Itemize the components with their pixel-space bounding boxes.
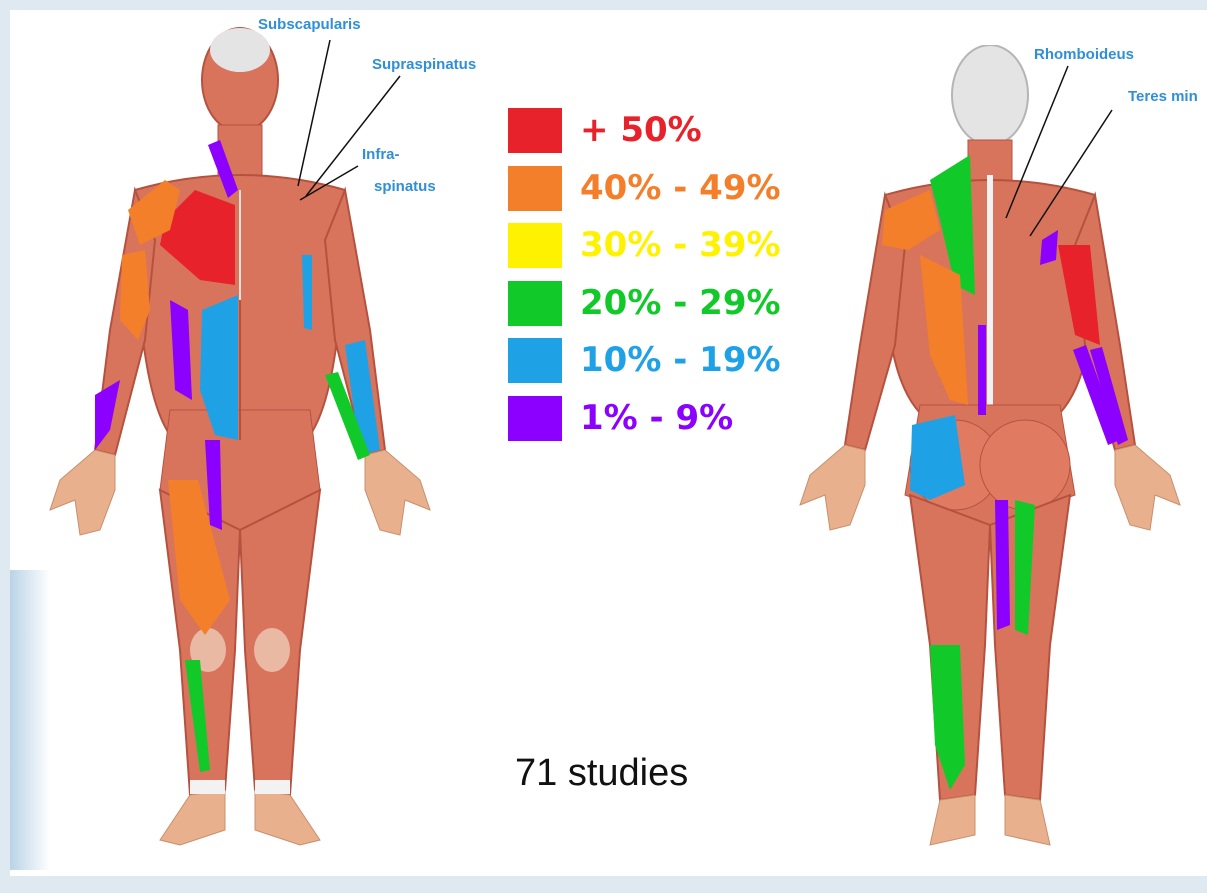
legend-label: 30% - 39%: [580, 223, 781, 267]
label-subscapularis: Subscapularis: [258, 16, 361, 33]
posterior-muscle-figure-icon: [790, 45, 1190, 865]
legend-swatch: [508, 166, 562, 211]
label-supraspinatus: Supraspinatus: [372, 56, 476, 73]
legend-label: + 50%: [580, 108, 702, 152]
legend-swatch: [508, 281, 562, 326]
label-infraspinatus-line1: Infra-: [362, 146, 400, 163]
legend-label: 10% - 19%: [580, 338, 781, 382]
legend-label: 1% - 9%: [580, 396, 733, 440]
legend-swatch: [508, 108, 562, 153]
studies-count: 71 studies: [515, 752, 688, 795]
label-teres-minor: Teres min: [1128, 88, 1198, 105]
legend-label: 40% - 49%: [580, 166, 781, 210]
legend-swatch: [508, 396, 562, 441]
back-body-base: [800, 45, 1180, 845]
label-rhomboideus: Rhomboideus: [1034, 46, 1134, 63]
legend-swatch: [508, 223, 562, 268]
anterior-muscle-figure-icon: [40, 10, 460, 860]
label-infraspinatus-line2: spinatus: [374, 178, 436, 195]
back-muscle-figure: [790, 45, 1190, 865]
legend-label: 20% - 29%: [580, 281, 781, 325]
front-muscle-figure: [40, 10, 460, 860]
legend-swatch: [508, 338, 562, 383]
